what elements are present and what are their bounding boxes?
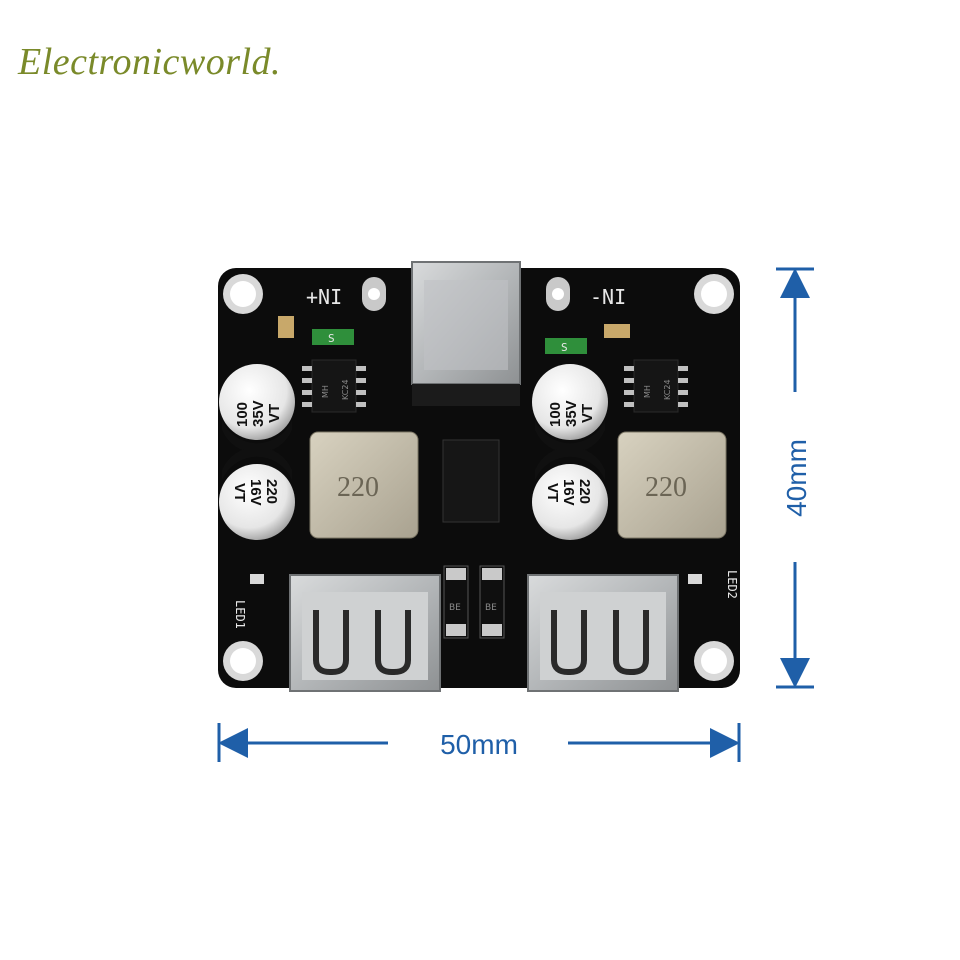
cap-text-3: VT <box>231 483 248 502</box>
input-pad-plus <box>362 277 386 311</box>
silk-vin-minus: -NI <box>590 285 626 309</box>
usb-a-port-right <box>527 574 679 692</box>
inductor-label: 220 <box>645 472 687 503</box>
ic-mark-line2: KC24 <box>341 379 350 400</box>
smd-resistor <box>278 316 294 338</box>
cap-text-2: 35V <box>250 400 267 427</box>
fuse-mark: S <box>328 332 335 345</box>
silk-led1: LED1 <box>233 600 247 629</box>
cap-text-3: VT <box>266 404 283 423</box>
controller-ic-left: MH KC24 <box>302 359 366 413</box>
cap-text-2: 16V <box>560 479 577 506</box>
fuse-mark: S <box>561 341 568 354</box>
led-1 <box>250 574 264 584</box>
cap-text-1: 220 <box>263 479 280 504</box>
cap-text-1: 100 <box>547 402 564 427</box>
silk-vin-plus: +NI <box>306 285 342 309</box>
mounting-hole <box>694 274 734 314</box>
brand-watermark: Electronicworld. <box>18 41 282 83</box>
capacitor-220uf-left: 220 16V VT <box>219 446 295 540</box>
mounting-hole <box>223 274 263 314</box>
height-label: 40mm <box>781 439 812 517</box>
fuse-left: S <box>312 329 354 345</box>
capacitor-100uf-left: 100 35V VT <box>219 364 295 454</box>
ic-mark-line2: KC24 <box>663 379 672 400</box>
diode-label: BE <box>449 603 461 613</box>
mounting-hole <box>694 641 734 681</box>
usb-a-port-left <box>289 574 441 692</box>
ic-mark-line1: MH <box>643 385 652 398</box>
diode-left: BE <box>443 565 469 639</box>
capacitor-220uf-right: 220 16V VT <box>532 446 608 540</box>
inductor-left: 220 <box>309 431 419 539</box>
pcb-board: +NI -NI S S MH KC24 MH KC24 <box>218 261 740 692</box>
capacitor-100uf-right: 100 35V VT <box>532 364 608 454</box>
mosfet-chip <box>442 439 500 523</box>
cap-text-1: 100 <box>234 402 251 427</box>
dimension-height: 40mm <box>776 267 814 689</box>
input-pad-minus <box>546 277 570 311</box>
cap-text-2: 35V <box>563 400 580 427</box>
ic-mark-line1: MH <box>321 385 330 398</box>
cap-text-3: VT <box>544 483 561 502</box>
fuse-right: S <box>545 338 587 354</box>
inductor-label: 220 <box>337 472 379 503</box>
width-label: 50mm <box>440 729 518 760</box>
cap-text-3: VT <box>579 404 596 423</box>
usb-c-input-connector <box>411 261 521 406</box>
silk-led2: LED2 <box>725 570 739 599</box>
smd-resistor <box>604 324 630 338</box>
diode-label: BE <box>485 603 497 613</box>
cap-text-2: 16V <box>247 479 264 506</box>
diode-right: BE <box>479 565 505 639</box>
mounting-hole <box>223 641 263 681</box>
dimension-width: 50mm <box>217 723 741 762</box>
led-2 <box>688 574 702 584</box>
cap-text-1: 220 <box>576 479 593 504</box>
inductor-right: 220 <box>617 431 727 539</box>
controller-ic-right: MH KC24 <box>624 359 688 413</box>
